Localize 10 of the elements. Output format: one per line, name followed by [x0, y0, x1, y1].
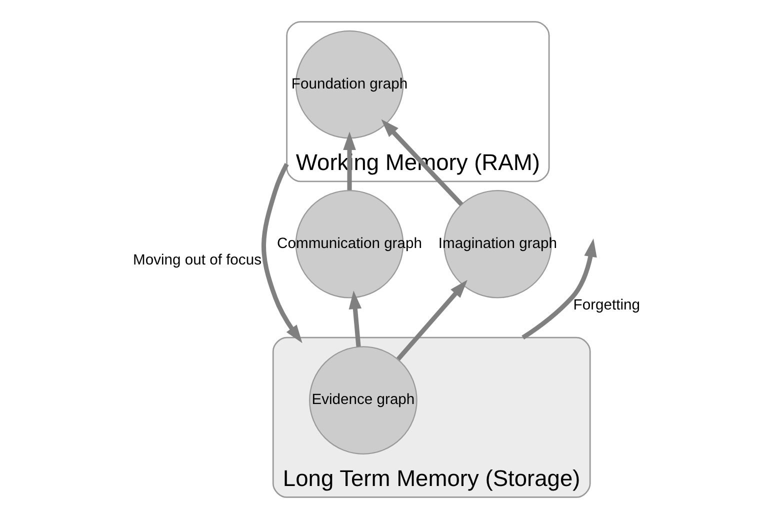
- arrow: [348, 290, 362, 347]
- node-label: Communication graph: [276, 236, 422, 252]
- arrow: [342, 132, 356, 190]
- edge-label: Forgetting: [572, 298, 640, 314]
- arrow: [261, 162, 302, 344]
- arrow: [380, 119, 463, 206]
- arrow: [521, 238, 596, 340]
- arrow: [396, 280, 467, 361]
- node-circle: Evidence graph: [308, 346, 417, 454]
- edge-label: Moving out of focus: [132, 252, 261, 268]
